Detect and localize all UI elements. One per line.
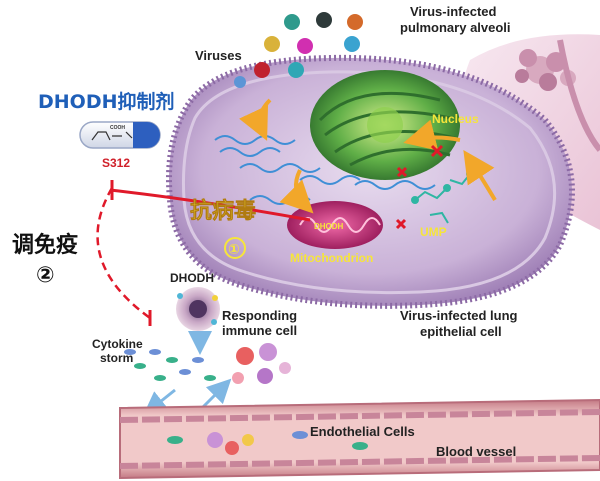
recruited-immune-cells bbox=[232, 343, 291, 384]
lung-cell-label-line2: epithelial cell bbox=[420, 324, 502, 339]
antiviral-label: 抗病毒 bbox=[190, 198, 256, 224]
blood-vessel-label: Blood vessel bbox=[436, 444, 516, 459]
lung-cell-label-line1: Virus-infected lung bbox=[400, 308, 518, 323]
antiviral-marker-ring bbox=[224, 237, 246, 259]
immune-cell-illustration bbox=[176, 287, 220, 331]
viruses-label: Viruses bbox=[195, 48, 242, 63]
immunomodulation-inhibition-line bbox=[96, 187, 152, 326]
blood-vessel bbox=[119, 398, 600, 480]
antiviral-marker: ① bbox=[228, 242, 240, 258]
endothelial-label: Endothelial Cells bbox=[310, 424, 415, 439]
dhodh-mito-label: DHODH bbox=[314, 222, 344, 231]
pathway-arrows bbox=[239, 98, 497, 214]
inhibitor-title: DHODH抑制剂 bbox=[38, 90, 175, 113]
responding-label-line2: immune cell bbox=[222, 323, 297, 338]
cytokine-label-line1: Cytokine bbox=[92, 337, 143, 351]
immunomod-label: 调免疫 bbox=[12, 232, 78, 258]
cytokine-label-line2: storm bbox=[100, 351, 133, 365]
nucleus-illustration bbox=[310, 70, 460, 180]
virus-particles bbox=[234, 12, 363, 88]
blocked-path-markers bbox=[395, 144, 444, 230]
drug-name-label: S312 bbox=[102, 156, 130, 170]
responding-label-line1: Responding bbox=[222, 308, 297, 323]
dhodh-immune-label: DHODH bbox=[170, 271, 214, 285]
alveoli-label-line2: pulmonary alveoli bbox=[400, 20, 511, 35]
pill-formula-label: COOH bbox=[110, 125, 125, 131]
immunomod-marker: ② bbox=[36, 263, 55, 288]
ump-label: UMP bbox=[420, 225, 447, 239]
mitochondrion-label: Mitochondrion bbox=[290, 251, 373, 265]
nucleus-label: Nucleus bbox=[432, 112, 479, 126]
cytokine-particles bbox=[124, 349, 216, 381]
alveoli-label-line1: Virus-infected bbox=[410, 4, 497, 19]
s312-drug-pill bbox=[79, 121, 161, 149]
